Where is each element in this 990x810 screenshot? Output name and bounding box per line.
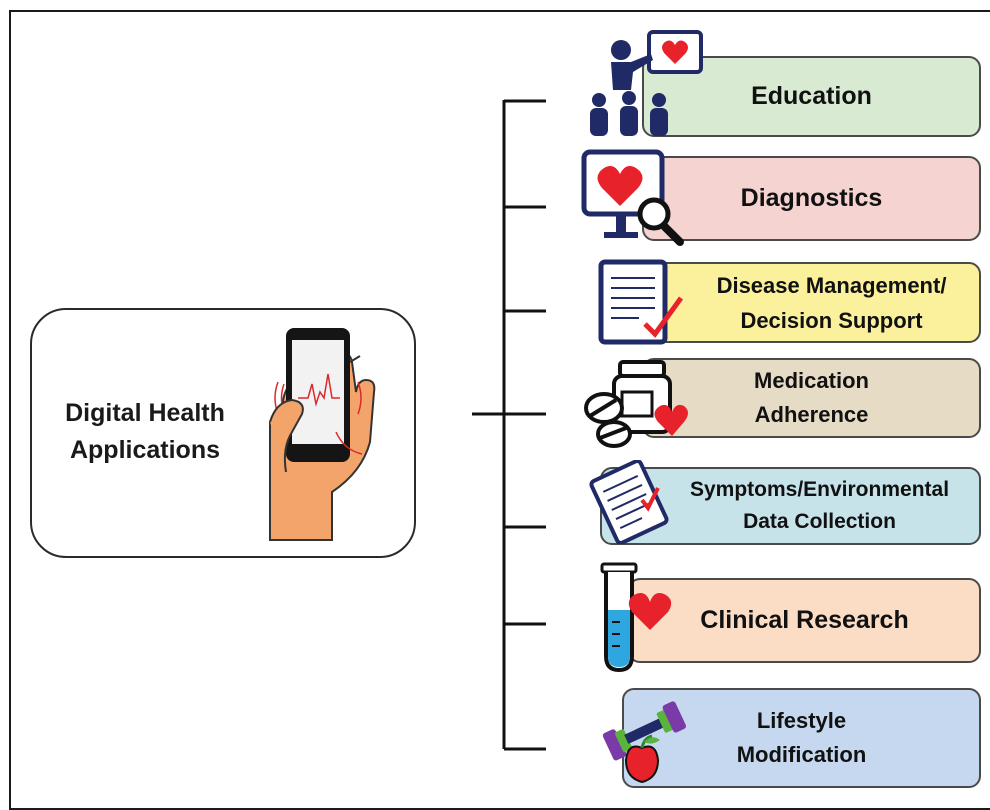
node-diagnostics: Diagnostics	[642, 156, 981, 241]
node-lifestyle-modification-label: Lifestyle Modification	[736, 708, 867, 767]
node-medication-adherence-label: Medication Adherence	[754, 368, 869, 427]
node-lifestyle-modification: Lifestyle Modification	[622, 688, 981, 788]
node-disease-management: Disease Management/ Decision Support	[642, 262, 981, 343]
clipboard-check-icon	[589, 460, 669, 544]
node-clinical-research-label: Clinical Research	[700, 606, 909, 634]
phone-hand-icon	[262, 322, 382, 544]
node-clinical-research: Clinical Research	[628, 578, 981, 663]
node-diagnostics-label: Diagnostics	[740, 184, 883, 212]
teacher-icon	[590, 30, 703, 136]
node-disease-management-label: Disease Management/ Decision Support	[716, 272, 947, 333]
node-symptoms-data: Symptoms/Environmental Data Collection	[600, 467, 981, 545]
pill-bottle-icon	[584, 360, 688, 448]
node-medication-adherence: Medication Adherence	[642, 358, 981, 438]
test-tube-icon	[600, 562, 672, 673]
node-education-label: Education	[751, 82, 872, 110]
root-label: Digital Health Applications	[65, 399, 225, 464]
checklist-icon	[598, 259, 684, 345]
monitor-magnifier-icon	[581, 149, 684, 246]
node-symptoms-data-label: Symptoms/Environmental Data Collection	[689, 478, 950, 533]
dumbbell-apple-icon	[602, 701, 687, 784]
